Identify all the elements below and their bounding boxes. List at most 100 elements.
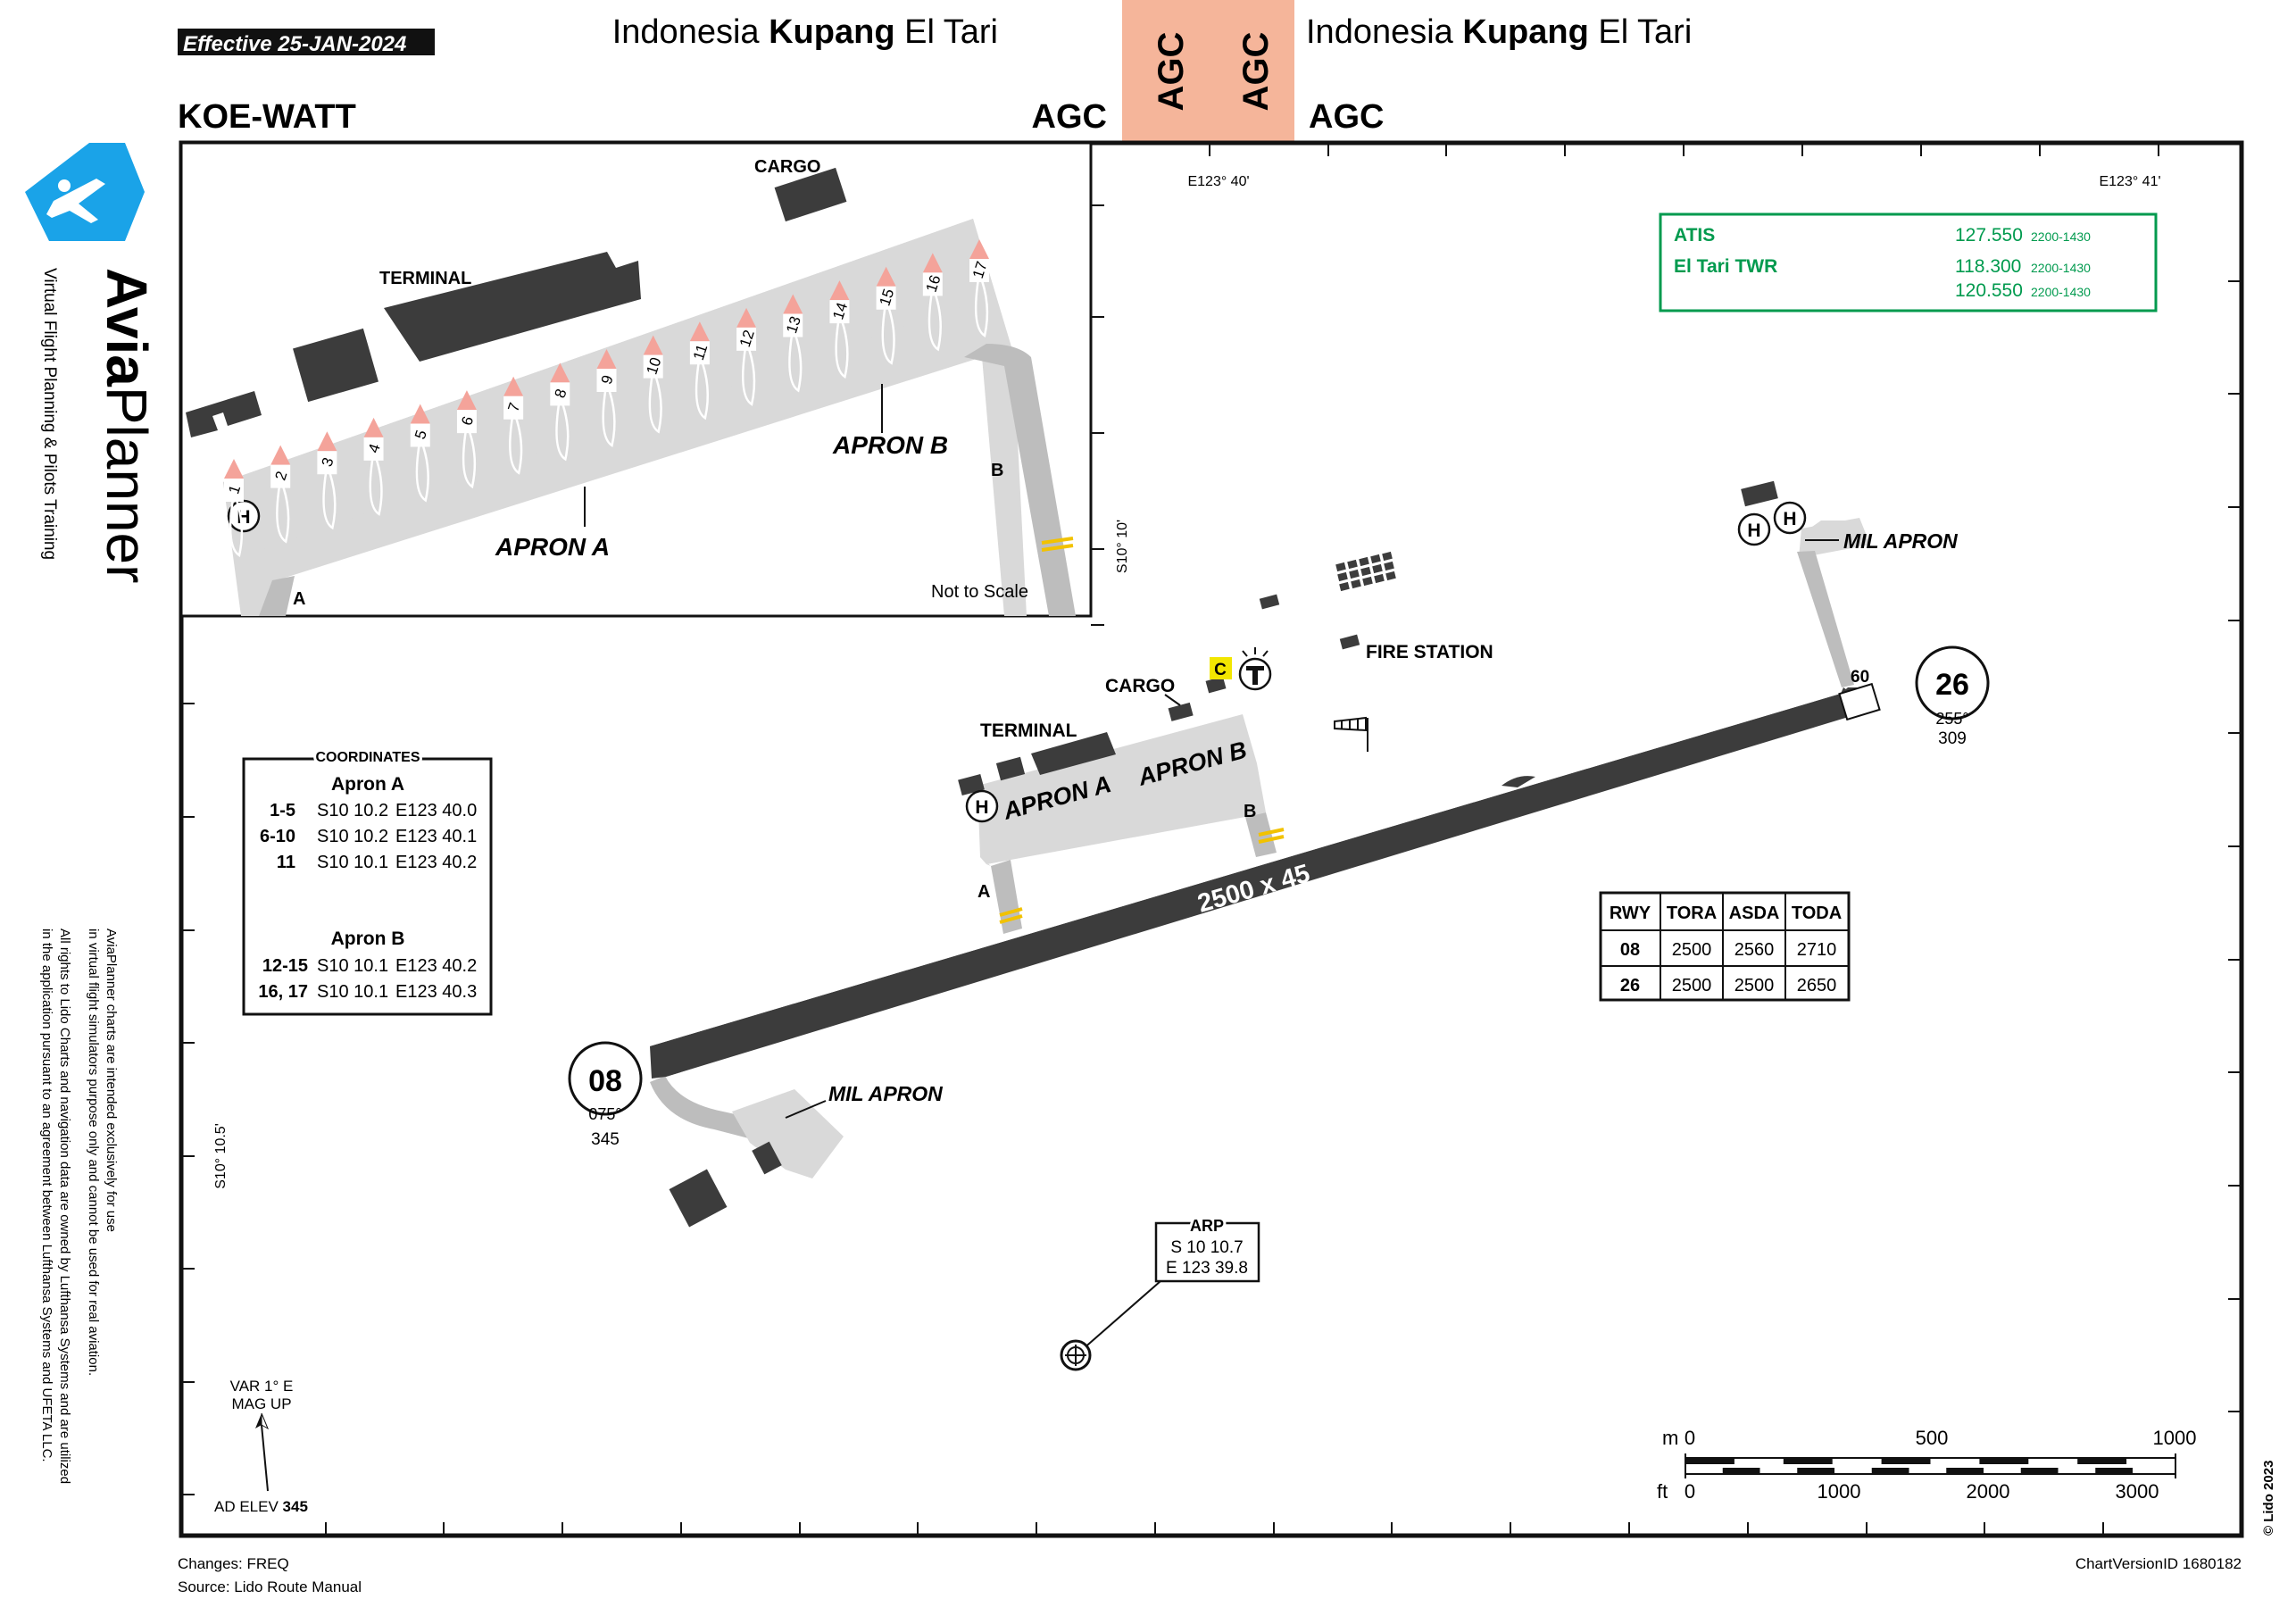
hangar-unit bbox=[1335, 562, 1346, 572]
stand-number: 14 bbox=[829, 300, 851, 321]
arp-latitude: S 10 10.7 bbox=[1170, 1238, 1243, 1257]
scale-segment bbox=[1797, 1468, 1834, 1474]
source-note: Source: Lido Route Manual bbox=[178, 1578, 362, 1595]
arp-callout: ARP S 10 10.7 E 123 39.8 bbox=[1060, 1214, 1260, 1371]
inset-terminal-building bbox=[384, 252, 641, 362]
effective-date: Effective 25-JAN-2024 bbox=[183, 32, 406, 56]
atis-hours: 2200-1430 bbox=[2031, 229, 2091, 244]
coord-row-lon: E123 40.3 bbox=[395, 982, 477, 1002]
building-small-4 bbox=[1259, 594, 1280, 610]
scale-segment bbox=[2077, 1458, 2127, 1464]
coord-row-lat: S10 10.2 bbox=[317, 801, 388, 820]
stand-marker: 9 bbox=[596, 349, 617, 447]
variation-label: VAR 1° E bbox=[230, 1378, 294, 1395]
runway-26-number: 26 bbox=[1935, 668, 1969, 702]
runway-08-bearing: 075° bbox=[588, 1105, 621, 1123]
scale-segment bbox=[1979, 1458, 2029, 1464]
mil-apron-east-taxiway bbox=[1797, 551, 1854, 687]
scale-feet-tick: 3000 bbox=[2116, 1480, 2159, 1503]
ad-elevation: AD ELEV 345 bbox=[214, 1498, 308, 1515]
coord-row-stand: 6-10 bbox=[260, 827, 295, 846]
hotspot-label: C bbox=[1214, 661, 1227, 679]
fire-station-building bbox=[1339, 634, 1360, 650]
taxiway-b-label: B bbox=[1244, 802, 1256, 821]
coord-row-lon: E123 40.2 bbox=[395, 853, 477, 872]
runway-26-elevation: 309 bbox=[1938, 729, 1967, 748]
mil-apron-west-label: MIL APRON bbox=[828, 1082, 943, 1105]
coord-row-stand: 12-15 bbox=[262, 956, 308, 976]
runway-table-cell: 2500 bbox=[1734, 976, 1775, 995]
cargo-building bbox=[1168, 702, 1194, 721]
atis-frequency: 127.550 bbox=[1955, 225, 2023, 246]
scale-feet-unit: ft bbox=[1657, 1480, 1668, 1503]
hangar-unit bbox=[1351, 579, 1361, 589]
helipad-mil-2-label: H bbox=[1783, 509, 1796, 529]
header-title-left: Indonesia Kupang El Tari bbox=[612, 13, 998, 51]
longitude-label-41: E123° 41' bbox=[2099, 174, 2160, 189]
arp-title: ARP bbox=[1190, 1217, 1224, 1235]
hangar-unit bbox=[1374, 573, 1385, 584]
north-arrow-icon bbox=[255, 1413, 262, 1428]
scale-segment bbox=[1685, 1458, 1734, 1464]
inset-taxiway-a bbox=[259, 576, 295, 616]
stand-marker: 10 bbox=[643, 335, 664, 434]
apron-b-title: Apron B bbox=[331, 929, 405, 949]
hangar-unit bbox=[1349, 569, 1360, 579]
icao-tab-right: AGC bbox=[1236, 32, 1276, 112]
mil-apron-east-label: MIL APRON bbox=[1843, 529, 1958, 553]
cargo-label: CARGO bbox=[1105, 676, 1175, 696]
hangar-unit bbox=[1362, 576, 1373, 587]
stand-marker: 12 bbox=[736, 307, 758, 406]
hangar-unit bbox=[1360, 566, 1371, 577]
runway-table-cell: 08 bbox=[1620, 940, 1640, 960]
scale-meter-tick: 500 bbox=[1916, 1427, 1949, 1449]
stand-marker: 2 bbox=[270, 445, 290, 544]
inset-building-1 bbox=[293, 328, 379, 403]
aviaplanner-logo-icon bbox=[25, 143, 145, 241]
inset-taxiway-a-label: A bbox=[293, 589, 305, 609]
twr-label: El Tari TWR bbox=[1674, 256, 1777, 277]
runway-turn-pad bbox=[1502, 776, 1535, 787]
helipad-mil-2-icon bbox=[1773, 501, 1807, 535]
hangar-unit bbox=[1372, 563, 1383, 574]
control-tower-icon bbox=[1238, 647, 1272, 691]
runway-table-header: TORA bbox=[1667, 904, 1717, 923]
coord-row-stand: 16, 17 bbox=[258, 982, 308, 1002]
scale-feet-tick: 0 bbox=[1685, 1480, 1695, 1503]
copyright: © Lido 2023 bbox=[2261, 1461, 2276, 1536]
stand-marker: 13 bbox=[783, 294, 804, 393]
scale-segment bbox=[1871, 1468, 1909, 1474]
atis-label: ATIS bbox=[1674, 225, 1715, 246]
stand-marker: 17 bbox=[969, 239, 991, 337]
stand-marker: 6 bbox=[456, 390, 477, 489]
hangar-block bbox=[1335, 551, 1396, 592]
taxiway-a bbox=[991, 860, 1022, 934]
terminal-label: TERMINAL bbox=[980, 720, 1077, 741]
scale-feet-tick: 2000 bbox=[1967, 1480, 2010, 1503]
runway-26-displaced-area bbox=[1838, 682, 1881, 721]
hangar-unit bbox=[1385, 570, 1396, 581]
stand-marker: 3 bbox=[317, 431, 337, 530]
icao-left: AGC bbox=[1032, 98, 1107, 136]
scale-meter-tick: 0 bbox=[1685, 1427, 1695, 1449]
inset-apron-a-label: APRON A bbox=[495, 533, 610, 561]
header: Effective 25-JAN-2024 Indonesia Kupang E… bbox=[178, 0, 1692, 143]
helipad-main-label: H bbox=[975, 797, 988, 818]
stand-marker: 4 bbox=[363, 417, 384, 516]
twr-hours-1: 2200-1430 bbox=[2031, 261, 2091, 275]
coord-row-lat: S10 10.1 bbox=[317, 982, 388, 1002]
apron-a-title: Apron A bbox=[331, 774, 404, 795]
scale-segment bbox=[1722, 1468, 1760, 1474]
hangar-unit bbox=[1337, 571, 1348, 582]
coord-row-stand: 11 bbox=[277, 853, 295, 872]
stand-number: 15 bbox=[876, 287, 897, 308]
disclaimer-line-4: in the application pursuant to an agreem… bbox=[39, 929, 54, 1462]
runway-table-header: TODA bbox=[1792, 904, 1842, 923]
scale-feet-tick: 1000 bbox=[1818, 1480, 1861, 1503]
stand-number: 13 bbox=[783, 314, 804, 336]
coord-row-lat: S10 10.1 bbox=[317, 853, 388, 872]
coord-row-lon: E123 40.1 bbox=[395, 827, 477, 846]
building-small-1 bbox=[958, 773, 985, 796]
